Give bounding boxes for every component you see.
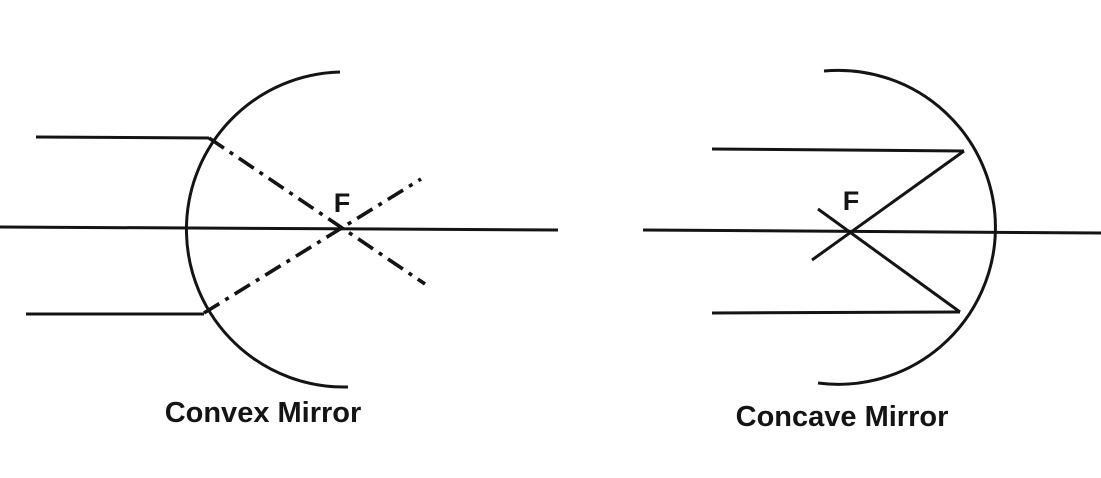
concave-reflected-ray-top — [811, 149, 965, 262]
convex-virtual-ray-upper — [207, 136, 427, 286]
concave-mirror-arc — [817, 68, 997, 386]
concave-incident-ray-top — [711, 147, 965, 153]
concave-focal-point-label: F — [843, 186, 860, 216]
concave-principal-axis — [642, 228, 1101, 235]
convex-principal-axis — [0, 225, 559, 232]
concave-reflected-ray-bottom — [817, 207, 961, 314]
concave-incident-ray-bottom — [711, 310, 961, 315]
concave-mirror-title: Concave Mirror — [736, 401, 949, 433]
concave-mirror-diagram: F Concave Mirror — [642, 68, 1101, 433]
convex-focal-point-label: F — [334, 188, 351, 218]
convex-mirror-diagram: F Convex Mirror — [0, 70, 559, 429]
convex-virtual-ray-lower — [203, 177, 422, 315]
convex-incident-ray-top — [35, 135, 210, 140]
convex-mirror-title: Convex Mirror — [165, 397, 362, 429]
convex-mirror-arc — [185, 70, 349, 389]
